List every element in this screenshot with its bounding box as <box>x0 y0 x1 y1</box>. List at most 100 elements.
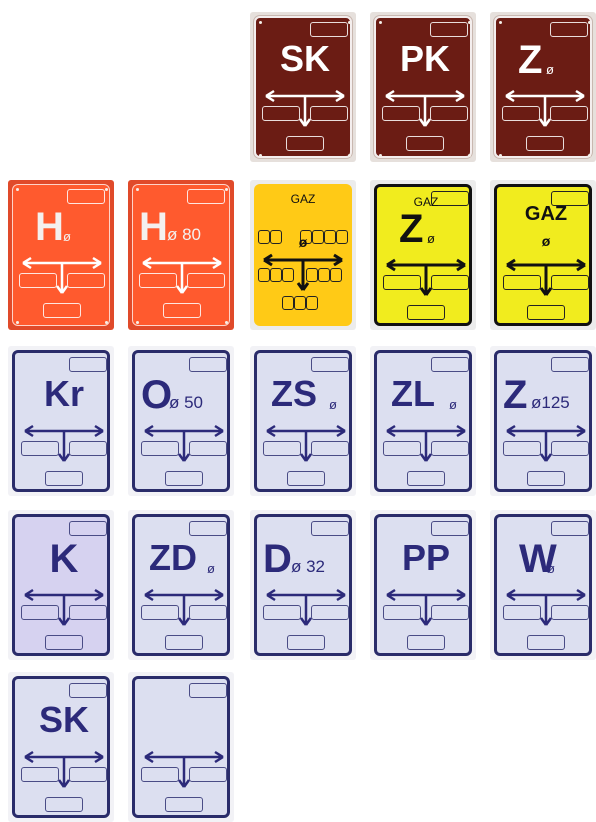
bottom-distance-box <box>165 635 203 650</box>
tee-arrow-icon <box>24 750 104 788</box>
grid-cell <box>282 268 294 282</box>
bottom-distance-box <box>45 797 83 812</box>
left-distance-box <box>503 275 541 290</box>
tee-arrow-icon <box>505 89 585 127</box>
mounting-hole-icon <box>136 321 139 324</box>
diameter-label: ø <box>63 229 71 244</box>
diameter-label: ø <box>449 397 457 412</box>
bottom-distance-box <box>163 303 201 318</box>
right-distance-box <box>551 275 589 290</box>
top-distance-box <box>551 191 589 206</box>
bottom-distance-box <box>45 635 83 650</box>
left-distance-box <box>21 605 59 620</box>
mounting-hole-icon <box>348 21 351 24</box>
tee-arrow-icon <box>263 253 343 291</box>
top-distance-box <box>431 191 469 206</box>
diameter-label: ø <box>329 397 337 412</box>
bottom-distance-box <box>527 471 565 486</box>
sign-sk-blue: SK <box>8 672 114 822</box>
top-distance-box <box>311 521 349 536</box>
sign-plate: PK <box>374 16 472 158</box>
sign-main-letters: Z <box>503 373 528 417</box>
top-distance-box <box>69 521 107 536</box>
right-distance-box <box>431 275 469 290</box>
diameter-label: ø <box>298 234 308 250</box>
mounting-hole-icon <box>588 21 591 24</box>
left-distance-box <box>263 441 301 456</box>
top-distance-box <box>551 521 589 536</box>
bottom-distance-box <box>43 303 81 318</box>
top-distance-box <box>189 521 227 536</box>
bottom-distance-box <box>526 136 564 151</box>
sign-main-letters: H <box>139 205 168 249</box>
grid-cell <box>318 268 330 282</box>
left-distance-box <box>502 106 540 121</box>
sign-plate <box>132 676 230 818</box>
top-distance-box <box>189 357 227 372</box>
sign-main-letters: SK <box>38 699 89 740</box>
mounting-hole-icon <box>225 188 228 191</box>
diameter-label: ø 50 <box>169 393 204 412</box>
tee-arrow-icon <box>385 89 465 127</box>
sign-main-letters: ZD <box>149 537 197 578</box>
right-distance-box <box>551 441 589 456</box>
right-distance-box <box>187 273 225 288</box>
tee-arrow-icon <box>265 89 345 127</box>
left-distance-box <box>382 106 420 121</box>
tee-arrow-icon <box>506 588 586 626</box>
sign-main-letters: Z <box>518 38 543 82</box>
grid-cell <box>294 296 306 310</box>
sign-main-letters: Z <box>399 207 424 251</box>
grid-cell <box>282 296 294 310</box>
bottom-distance-box <box>407 635 445 650</box>
grid-cell <box>336 230 348 244</box>
right-distance-box <box>189 767 227 782</box>
grid-cell <box>258 268 270 282</box>
tee-arrow-icon <box>506 258 586 296</box>
sign-blank-blue <box>128 672 234 822</box>
bottom-distance-box <box>165 797 203 812</box>
mounting-hole-icon <box>468 21 471 24</box>
tee-arrow-icon <box>22 256 102 294</box>
bottom-distance-box <box>407 305 445 320</box>
bottom-distance-box <box>287 471 325 486</box>
bottom-distance-box <box>286 136 324 151</box>
sign-plate: PP <box>374 514 472 656</box>
left-distance-box <box>383 605 421 620</box>
mounting-hole-icon <box>259 154 262 157</box>
sign-k-blue: K <box>8 510 114 660</box>
mounting-hole-icon <box>225 321 228 324</box>
sign-main-letters: SK <box>279 38 330 79</box>
top-distance-box <box>431 357 469 372</box>
diameter-label: ø <box>546 62 554 77</box>
right-distance-box <box>311 605 349 620</box>
diameter-label: ø 80 <box>167 225 202 244</box>
right-distance-box <box>310 106 348 121</box>
right-distance-box <box>69 767 107 782</box>
sign-plate: SK <box>254 16 352 158</box>
diameter-label: ø <box>207 561 215 576</box>
left-distance-box <box>262 106 300 121</box>
top-distance-box <box>189 683 227 698</box>
right-distance-box <box>69 605 107 620</box>
tee-arrow-icon <box>144 750 224 788</box>
grid-cell <box>258 230 270 244</box>
left-distance-box <box>383 275 421 290</box>
sign-plate: SK <box>12 676 110 818</box>
top-distance-box <box>187 189 225 204</box>
left-distance-box <box>263 605 301 620</box>
sign-sk-brown: SK <box>250 12 356 162</box>
mounting-hole-icon <box>379 154 382 157</box>
tee-arrow-icon <box>386 588 466 626</box>
top-distance-box <box>69 357 107 372</box>
